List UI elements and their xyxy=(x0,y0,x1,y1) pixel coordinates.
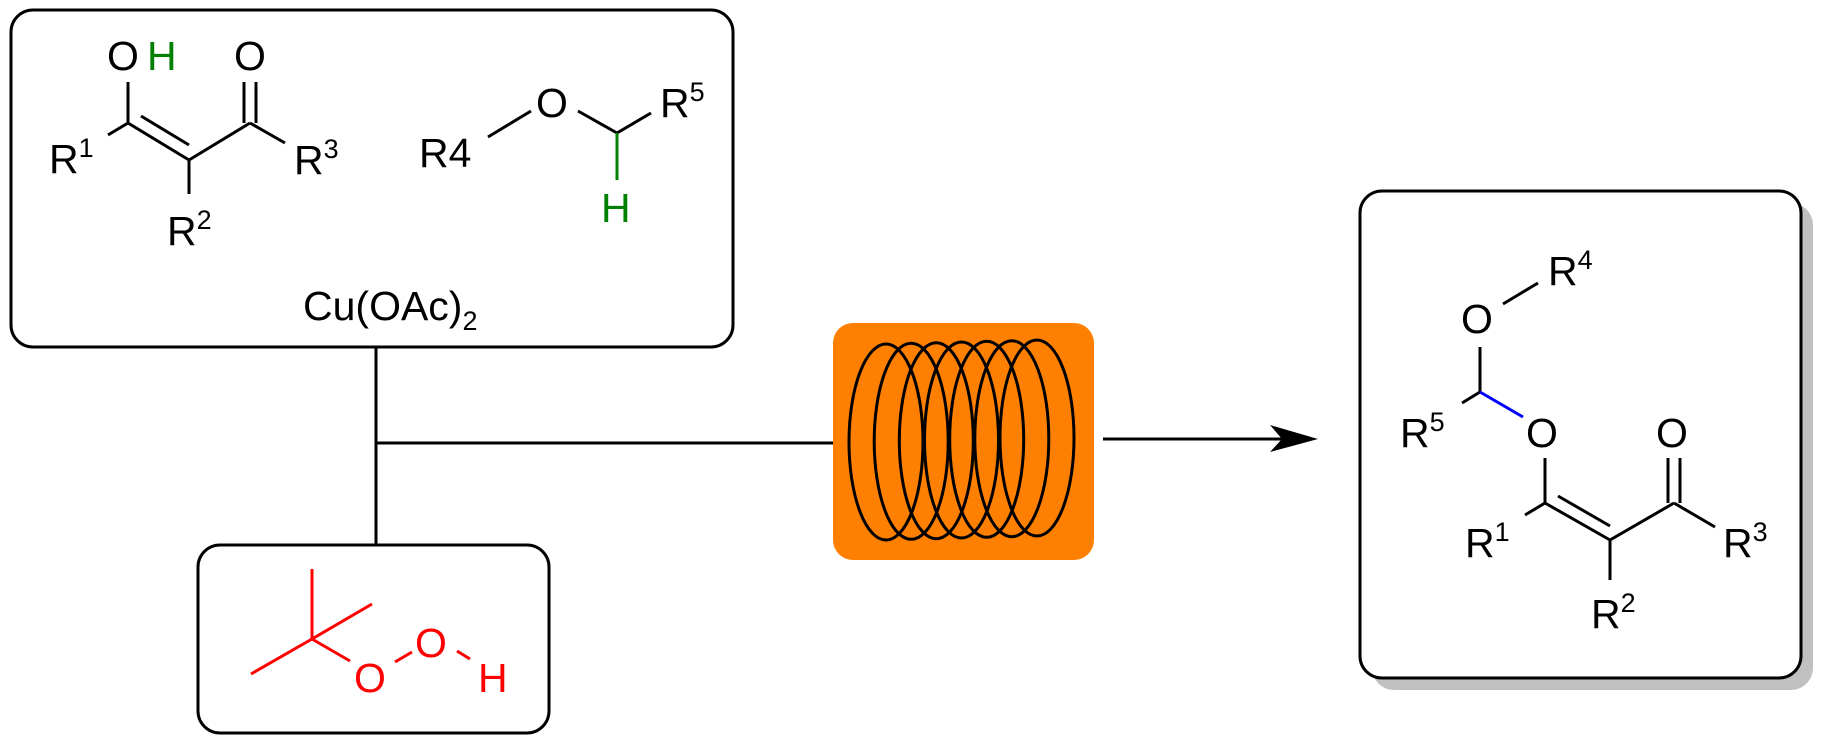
product-r3-label: R3 xyxy=(1723,517,1768,566)
reactants-box-frame xyxy=(9,8,735,349)
oxidant-box: O O H xyxy=(196,543,551,735)
coil-turn xyxy=(872,341,950,541)
r3-label: R3 xyxy=(294,134,339,183)
bond-tbu-me-right xyxy=(311,602,373,641)
reaction-arrow xyxy=(1103,425,1318,452)
product-structure: O R4 R5 O O R1 R3 R2 xyxy=(1400,245,1768,637)
bond-o1-o2 xyxy=(394,650,413,664)
tbhp-o2-label: O xyxy=(415,620,447,666)
product-r4-label: R4 xyxy=(1548,245,1593,294)
r1-label: R1 xyxy=(49,133,94,182)
ether-r4-label: R4 xyxy=(419,130,471,176)
bond-c1-c2-double xyxy=(140,114,190,147)
dicarbonyl-structure: O H O R1 R3 R2 xyxy=(49,33,339,254)
reactor-background xyxy=(833,323,1094,560)
bond-c1-c2 xyxy=(1544,501,1611,542)
bond-r4-o xyxy=(487,109,532,139)
bond-otop-r4 xyxy=(1502,281,1539,306)
product-r5-label: R5 xyxy=(1400,407,1445,456)
coil-turn xyxy=(897,341,975,541)
bond-c-r5 xyxy=(1461,390,1481,405)
product-r2-label: R2 xyxy=(1591,588,1636,637)
carbonyl-oxygen-label: O xyxy=(234,33,266,79)
reactants-box: O H O R1 R3 R2 R4 O R5 H Cu(OAc)2 xyxy=(9,8,735,349)
enol-oxygen-label: O xyxy=(107,33,139,79)
product-box: O R4 R5 O O R1 R3 R2 xyxy=(1358,189,1813,690)
bond-r1-c1 xyxy=(107,121,129,137)
bond-c2-c3 xyxy=(188,121,251,162)
product-oenol-label: O xyxy=(1526,410,1558,456)
product-otop-label: O xyxy=(1461,296,1493,342)
product-r1-label: R1 xyxy=(1465,517,1510,566)
arrow-head xyxy=(1270,425,1318,452)
coil-turn xyxy=(948,339,1026,539)
ether-hydrogen-label: H xyxy=(601,185,631,231)
bond-o-c xyxy=(577,109,618,135)
tbhp-structure xyxy=(250,569,471,676)
bond-c2-c3 xyxy=(1609,501,1675,542)
catalyst-label: Cu(OAc)2 xyxy=(303,283,478,336)
oxidant-box-frame xyxy=(196,543,551,735)
coil-turn xyxy=(923,340,1000,540)
bond-c1-c2-double xyxy=(1557,494,1611,528)
tbhp-o1-label: O xyxy=(354,655,386,701)
ether-oxygen-label: O xyxy=(536,80,568,126)
bond-c3-r3 xyxy=(249,121,286,145)
tbhp-h-label: H xyxy=(478,655,508,701)
r2-label: R2 xyxy=(167,205,212,254)
bond-c-o1 xyxy=(311,637,351,663)
bond-tbu-me-left xyxy=(250,637,313,676)
coil-turn xyxy=(973,339,1051,539)
bond-c3-r3 xyxy=(1673,501,1716,529)
bond-c-oenol-new xyxy=(1479,390,1524,419)
bond-o2-h xyxy=(456,649,471,661)
bond-c-r5 xyxy=(616,111,652,135)
coil-turn xyxy=(998,338,1076,538)
flow-reactor xyxy=(833,323,1094,560)
bond-r1-c1 xyxy=(1524,501,1546,517)
enol-hydrogen-label: H xyxy=(147,33,177,79)
product-box-frame xyxy=(1358,189,1803,680)
bond-c1-c2 xyxy=(127,121,190,162)
ether-structure: R4 O R5 H xyxy=(419,77,705,231)
coil-turn xyxy=(847,342,925,542)
product-ocarbonyl-label: O xyxy=(1656,410,1688,456)
coil-icon xyxy=(847,338,1076,542)
ether-r5-label: R5 xyxy=(660,77,705,126)
